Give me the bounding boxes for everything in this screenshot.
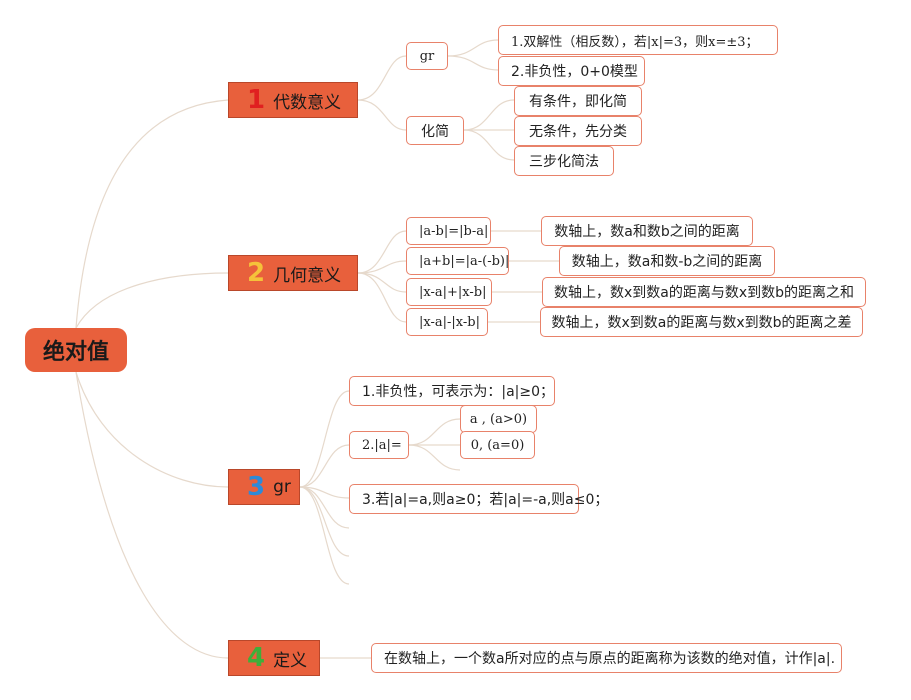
branch-1-algebraic-meaning[interactable]: 1 代数意义: [228, 82, 358, 118]
branch-3-number: 3: [247, 472, 266, 502]
branch-2-note-1[interactable]: 数轴上，数a和数b之间的距离: [541, 216, 753, 246]
branch-1-gr-item-1[interactable]: 1.双解性（相反数），若|x|=3，则x=±3；: [498, 25, 778, 55]
branch-2-note-3[interactable]: 数轴上，数x到数a的距离与数x到数b的距离之和: [542, 277, 866, 307]
branch-4-label: 定义: [273, 650, 308, 671]
branch-1-sub-simplify[interactable]: 化简: [406, 116, 464, 145]
branch-1-label: 代数意义: [273, 92, 342, 113]
branch-2-formula-3[interactable]: |x-a|+|x-b|: [406, 278, 492, 306]
branch-2-label: 几何意义: [273, 265, 342, 286]
branch-1-simplify-item-3[interactable]: 三步化简法: [514, 146, 614, 176]
branch-2-note-4[interactable]: 数轴上，数x到数a的距离与数x到数b的距离之差: [540, 307, 863, 337]
branch-2-formula-1[interactable]: |a-b|=|b-a|: [406, 217, 491, 245]
branch-3-item-2[interactable]: 2.|a|=: [349, 431, 409, 459]
branch-4-number: 4: [247, 643, 266, 673]
branch-1-number: 1: [247, 85, 266, 115]
branch-3-item-1[interactable]: 1.非负性，可表示为：|a|≥0；: [349, 376, 555, 406]
branch-2-geometric-meaning[interactable]: 2 几何意义: [228, 255, 358, 291]
branch-3-gr[interactable]: 3 gr: [228, 469, 300, 505]
branch-1-simplify-item-2[interactable]: 无条件，先分类: [514, 116, 642, 146]
branch-2-note-2[interactable]: 数轴上，数a和数-b之间的距离: [559, 246, 775, 276]
branch-1-simplify-item-1[interactable]: 有条件，即化简: [514, 86, 642, 116]
branch-3-label: gr: [273, 477, 291, 497]
branch-1-gr-item-2[interactable]: 2.非负性，0+0模型: [498, 56, 645, 86]
branch-2-number: 2: [247, 258, 266, 288]
root-node[interactable]: 绝对值: [25, 328, 127, 372]
branch-2-formula-4[interactable]: |x-a|-|x-b|: [406, 308, 488, 336]
branch-2-formula-2[interactable]: |a+b|=|a-(-b)|: [406, 247, 509, 275]
branch-4-definition-text[interactable]: 在数轴上，一个数a所对应的点与原点的距离称为该数的绝对值，计作|a|.: [371, 643, 842, 673]
branch-3-case-zero[interactable]: 0, (a=0): [460, 431, 535, 459]
branch-3-case-positive[interactable]: a , (a>0): [460, 405, 537, 433]
branch-3-item-3[interactable]: 3.若|a|=a,则a≥0；若|a|=-a,则a≤0；: [349, 484, 608, 514]
branch-1-sub-gr[interactable]: gr: [406, 42, 448, 70]
branch-4-definition[interactable]: 4 定义: [228, 640, 320, 676]
